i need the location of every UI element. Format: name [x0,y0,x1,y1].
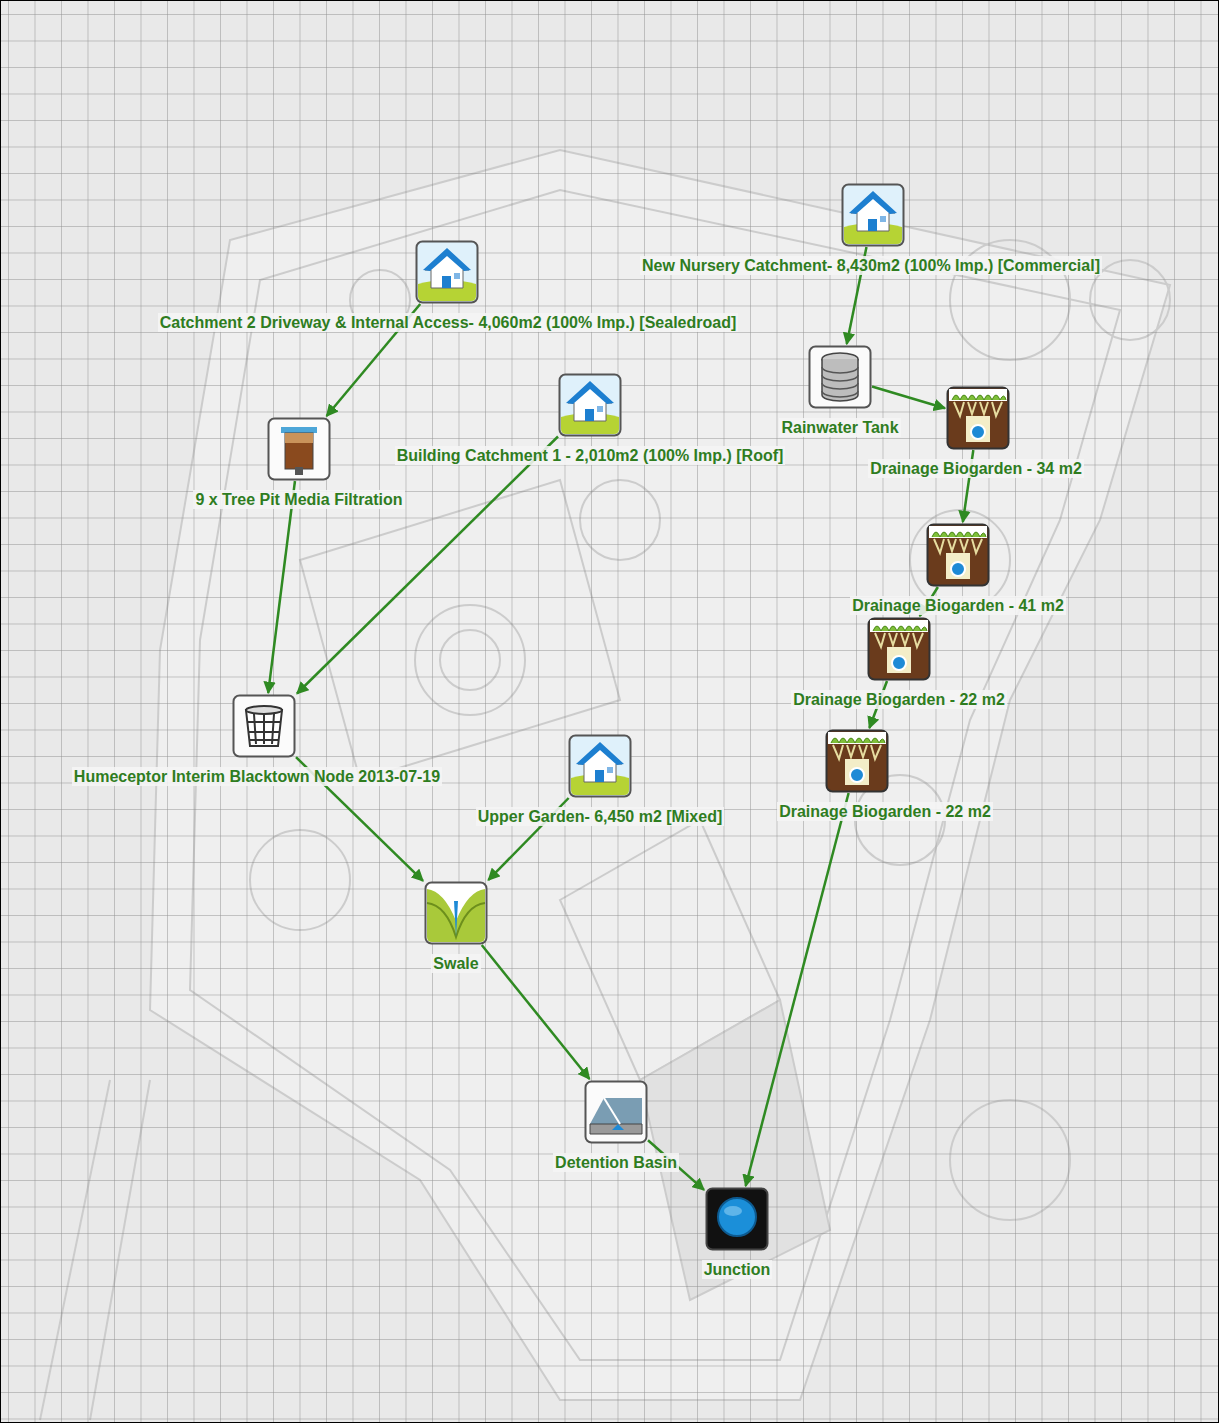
node-label: Rainwater Tank [779,418,900,437]
node-icon [232,694,296,758]
node-icon [946,386,1010,450]
model-node: Detention Basin [584,1080,648,1144]
node-icon [568,734,632,798]
node-label: Drainage Biogarden - 41 m2 [850,596,1066,615]
model-node: 9 x Tree Pit Media Filtration [267,417,331,481]
node-icon [584,1080,648,1144]
node-icon [926,523,990,587]
node-label: Humeceptor Interim Blacktown Node 2013-0… [72,767,442,786]
flow-arrow [872,387,945,409]
node-label: New Nursery Catchment- 8,430m2 (100% Imp… [640,256,1102,275]
node-label: Detention Basin [553,1153,679,1172]
node-icon [825,729,889,793]
model-node: Upper Garden- 6,450 m2 [Mixed] [568,734,632,798]
node-label: Drainage Biogarden - 22 m2 [791,690,1007,709]
model-node: Drainage Biogarden - 34 m2 [946,386,1010,450]
model-node: Building Catchment 1 - 2,010m2 (100% Imp… [558,373,622,437]
node-icon [841,183,905,247]
flow-arrow [482,945,590,1079]
model-node: Drainage Biogarden - 22 m2 [867,617,931,681]
node-label: Drainage Biogarden - 22 m2 [777,802,993,821]
model-node: Junction [705,1187,769,1251]
node-icon [558,373,622,437]
node-label: Drainage Biogarden - 34 m2 [868,459,1084,478]
node-label: 9 x Tree Pit Media Filtration [193,490,404,509]
node-icon [424,881,488,945]
model-node: Drainage Biogarden - 22 m2 [825,729,889,793]
model-node: Humeceptor Interim Blacktown Node 2013-0… [232,694,296,758]
flow-arrow [297,437,558,694]
node-icon [267,417,331,481]
model-node: Swale [424,881,488,945]
node-icon [867,617,931,681]
node-icon [808,345,872,409]
node-label: Junction [702,1260,773,1279]
flow-arrow [268,481,295,693]
node-icon [705,1187,769,1251]
flow-arrow [746,793,849,1186]
model-node: Rainwater Tank [808,345,872,409]
model-node: Drainage Biogarden - 41 m2 [926,523,990,587]
node-icon [415,240,479,304]
node-label: Swale [431,954,480,973]
node-label: Catchment 2 Driveway & Internal Access- … [158,313,739,332]
model-node: Catchment 2 Driveway & Internal Access- … [415,240,479,304]
node-label: Upper Garden- 6,450 m2 [Mixed] [476,807,725,826]
node-label: Building Catchment 1 - 2,010m2 (100% Imp… [395,446,786,465]
model-node: New Nursery Catchment- 8,430m2 (100% Imp… [841,183,905,247]
